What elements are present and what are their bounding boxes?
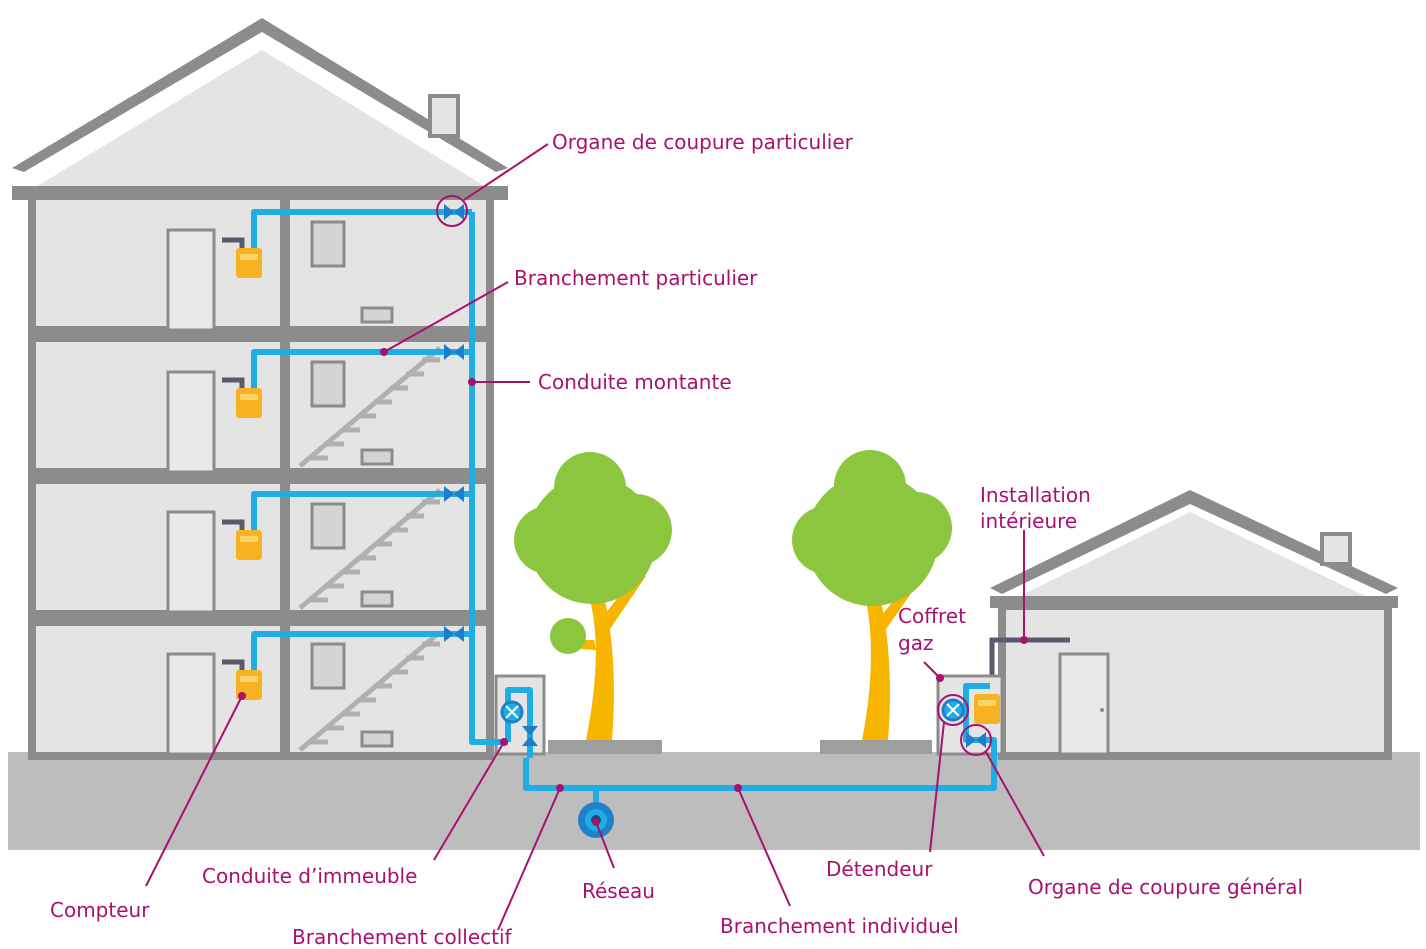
floor-2 xyxy=(166,502,394,614)
vent xyxy=(360,448,394,466)
label-compteur: Compteur xyxy=(50,898,150,922)
house xyxy=(989,490,1398,760)
floor-4 xyxy=(166,220,394,332)
label-coffret-gaz-line1: Coffret xyxy=(898,604,966,628)
label-organe-coupure-particulier: Organe de coupure particulier xyxy=(552,130,854,154)
vent xyxy=(360,590,394,608)
staircase xyxy=(298,346,442,752)
labels: Organe de coupure particulier Branchemen… xyxy=(50,130,1303,949)
window xyxy=(310,642,346,690)
house-meter-icon xyxy=(974,694,1000,724)
highlight-circle xyxy=(937,694,969,726)
meter-icon xyxy=(236,388,262,418)
tree-left xyxy=(514,452,672,754)
window xyxy=(310,360,346,408)
window xyxy=(310,502,346,550)
label-reseau: Réseau xyxy=(582,879,655,903)
meter-icon xyxy=(236,248,262,278)
label-branchement-particulier: Branchement particulier xyxy=(514,266,758,290)
label-installation-interieure-line1: Installation xyxy=(980,483,1091,507)
house-chimney xyxy=(1320,532,1352,566)
apartment-building xyxy=(12,18,508,760)
highlight-circle xyxy=(436,195,468,227)
vent xyxy=(360,306,394,324)
label-conduite-immeuble: Conduite d’immeuble xyxy=(202,864,417,888)
label-installation-interieure-line2: intérieure xyxy=(980,509,1077,533)
window xyxy=(310,220,346,268)
meter-icon xyxy=(236,530,262,560)
label-branchement-individuel: Branchement individuel xyxy=(720,914,959,938)
valve-icons xyxy=(444,204,986,748)
leader-lines xyxy=(145,143,1045,931)
label-conduite-montante: Conduite montante xyxy=(538,370,732,394)
label-organe-coupure-general: Organe de coupure général xyxy=(1028,875,1303,899)
label-branchement-collectif: Branchement collectif xyxy=(292,925,513,949)
regulator-icons xyxy=(500,698,965,724)
ground xyxy=(8,752,1420,850)
floor-3 xyxy=(166,360,394,474)
vent xyxy=(360,730,394,748)
label-detendeur: Détendeur xyxy=(826,857,933,881)
tree-right xyxy=(792,450,952,754)
highlight-circle xyxy=(960,724,992,756)
building-chimney xyxy=(428,94,460,138)
label-coffret-gaz-line2: gaz xyxy=(898,631,933,655)
gas-pipes xyxy=(251,209,997,808)
